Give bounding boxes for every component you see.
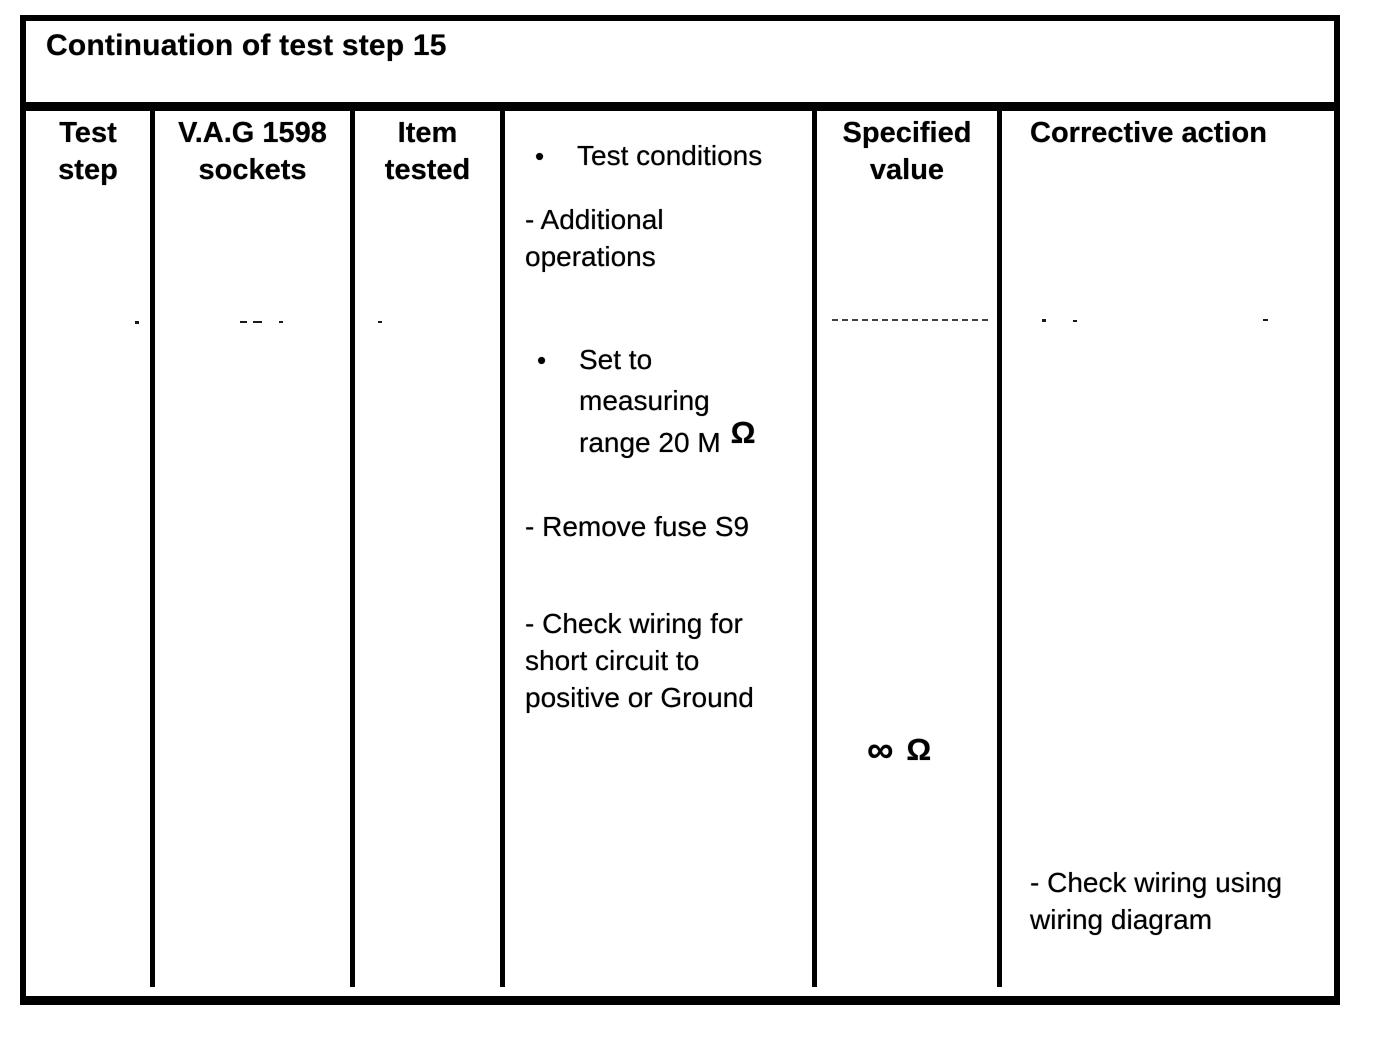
test-step-table: Continuation of test step 15 Test step V… xyxy=(20,15,1340,1005)
column-test-conditions: • Test conditions - Additional operation… xyxy=(500,111,812,987)
condition-set-measuring-range: • Set to measuring range 20 M Ω xyxy=(537,339,804,463)
bullet-icon: • xyxy=(537,345,547,375)
condition-remove-fuse: - Remove fuse S9 xyxy=(525,511,750,542)
column-specified-value: Specified value ∞Ω xyxy=(812,111,997,987)
scan-artifact-dashed-line xyxy=(832,319,988,321)
corrective-action-check-wiring: - Check wiring using wiring diagram xyxy=(1030,867,1283,935)
column-vag-1598-sockets: V.A.G 1598 sockets xyxy=(150,111,350,987)
header-test-conditions: • Test conditions xyxy=(535,137,804,175)
column-corrective-action: Corrective action - Check wiring using w… xyxy=(997,111,1334,987)
header-corrective-action: Corrective action xyxy=(1030,117,1267,149)
column-test-step: Test step xyxy=(26,111,150,987)
set-to-measuring-range-text: Set to measuring range 20 M Ω xyxy=(579,339,756,463)
specified-value-infinite-ohms: ∞Ω xyxy=(867,729,931,771)
infinity-symbol: ∞ xyxy=(867,729,894,770)
scan-artifact xyxy=(1042,319,1046,322)
column-item-tested: Item tested xyxy=(350,111,500,987)
table-title: Continuation of test step 15 xyxy=(46,29,447,62)
header-test-step: Test step xyxy=(58,117,118,186)
additional-operations-label: - Additional operations xyxy=(525,204,664,272)
table-title-row: Continuation of test step 15 xyxy=(26,21,1334,111)
header-sockets: V.A.G 1598 sockets xyxy=(178,117,327,186)
header-item-tested: Item tested xyxy=(384,117,471,186)
ohm-symbol: Ω xyxy=(730,415,756,450)
ohm-symbol: Ω xyxy=(906,732,932,767)
scan-artifact xyxy=(135,321,139,324)
scan-artifact xyxy=(240,321,247,323)
scan-artifact xyxy=(279,321,283,323)
bullet-icon: • xyxy=(535,141,545,171)
condition-check-wiring: - Check wiring for short circuit to posi… xyxy=(525,608,754,713)
table-body: Test step V.A.G 1598 sockets Item tested… xyxy=(26,111,1334,987)
scan-artifact xyxy=(253,321,262,323)
scan-artifact xyxy=(1073,320,1077,322)
test-conditions-label: Test conditions xyxy=(577,140,763,171)
header-specified-value: Specified value xyxy=(842,117,972,186)
set-to-measuring-range-lines: Set to measuring range 20 M xyxy=(579,344,721,458)
scan-artifact xyxy=(378,321,382,323)
scan-artifact xyxy=(1263,319,1268,321)
